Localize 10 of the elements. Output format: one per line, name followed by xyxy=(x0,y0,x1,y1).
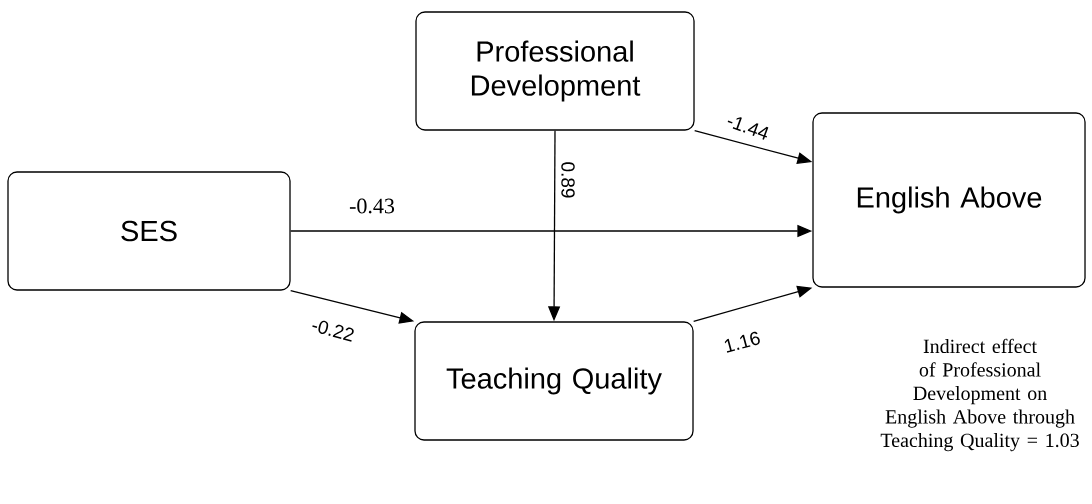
note-text: Indirect effect of Professional Development on English Above through Teaching Quality = 1.03 xyxy=(880,338,1079,452)
edge-label: -0.22 xyxy=(309,316,357,344)
process-box: Teaching Quality xyxy=(414,321,694,441)
process-box: SES xyxy=(7,171,291,291)
process-box: English Above xyxy=(812,112,1086,288)
process-box: Professional Development xyxy=(415,11,695,131)
edge-label: -0.43 xyxy=(348,197,396,215)
edge-label: 0.89 xyxy=(560,160,576,200)
edge-label: -1.44 xyxy=(724,112,772,142)
edge-label: 1.16 xyxy=(721,329,763,355)
